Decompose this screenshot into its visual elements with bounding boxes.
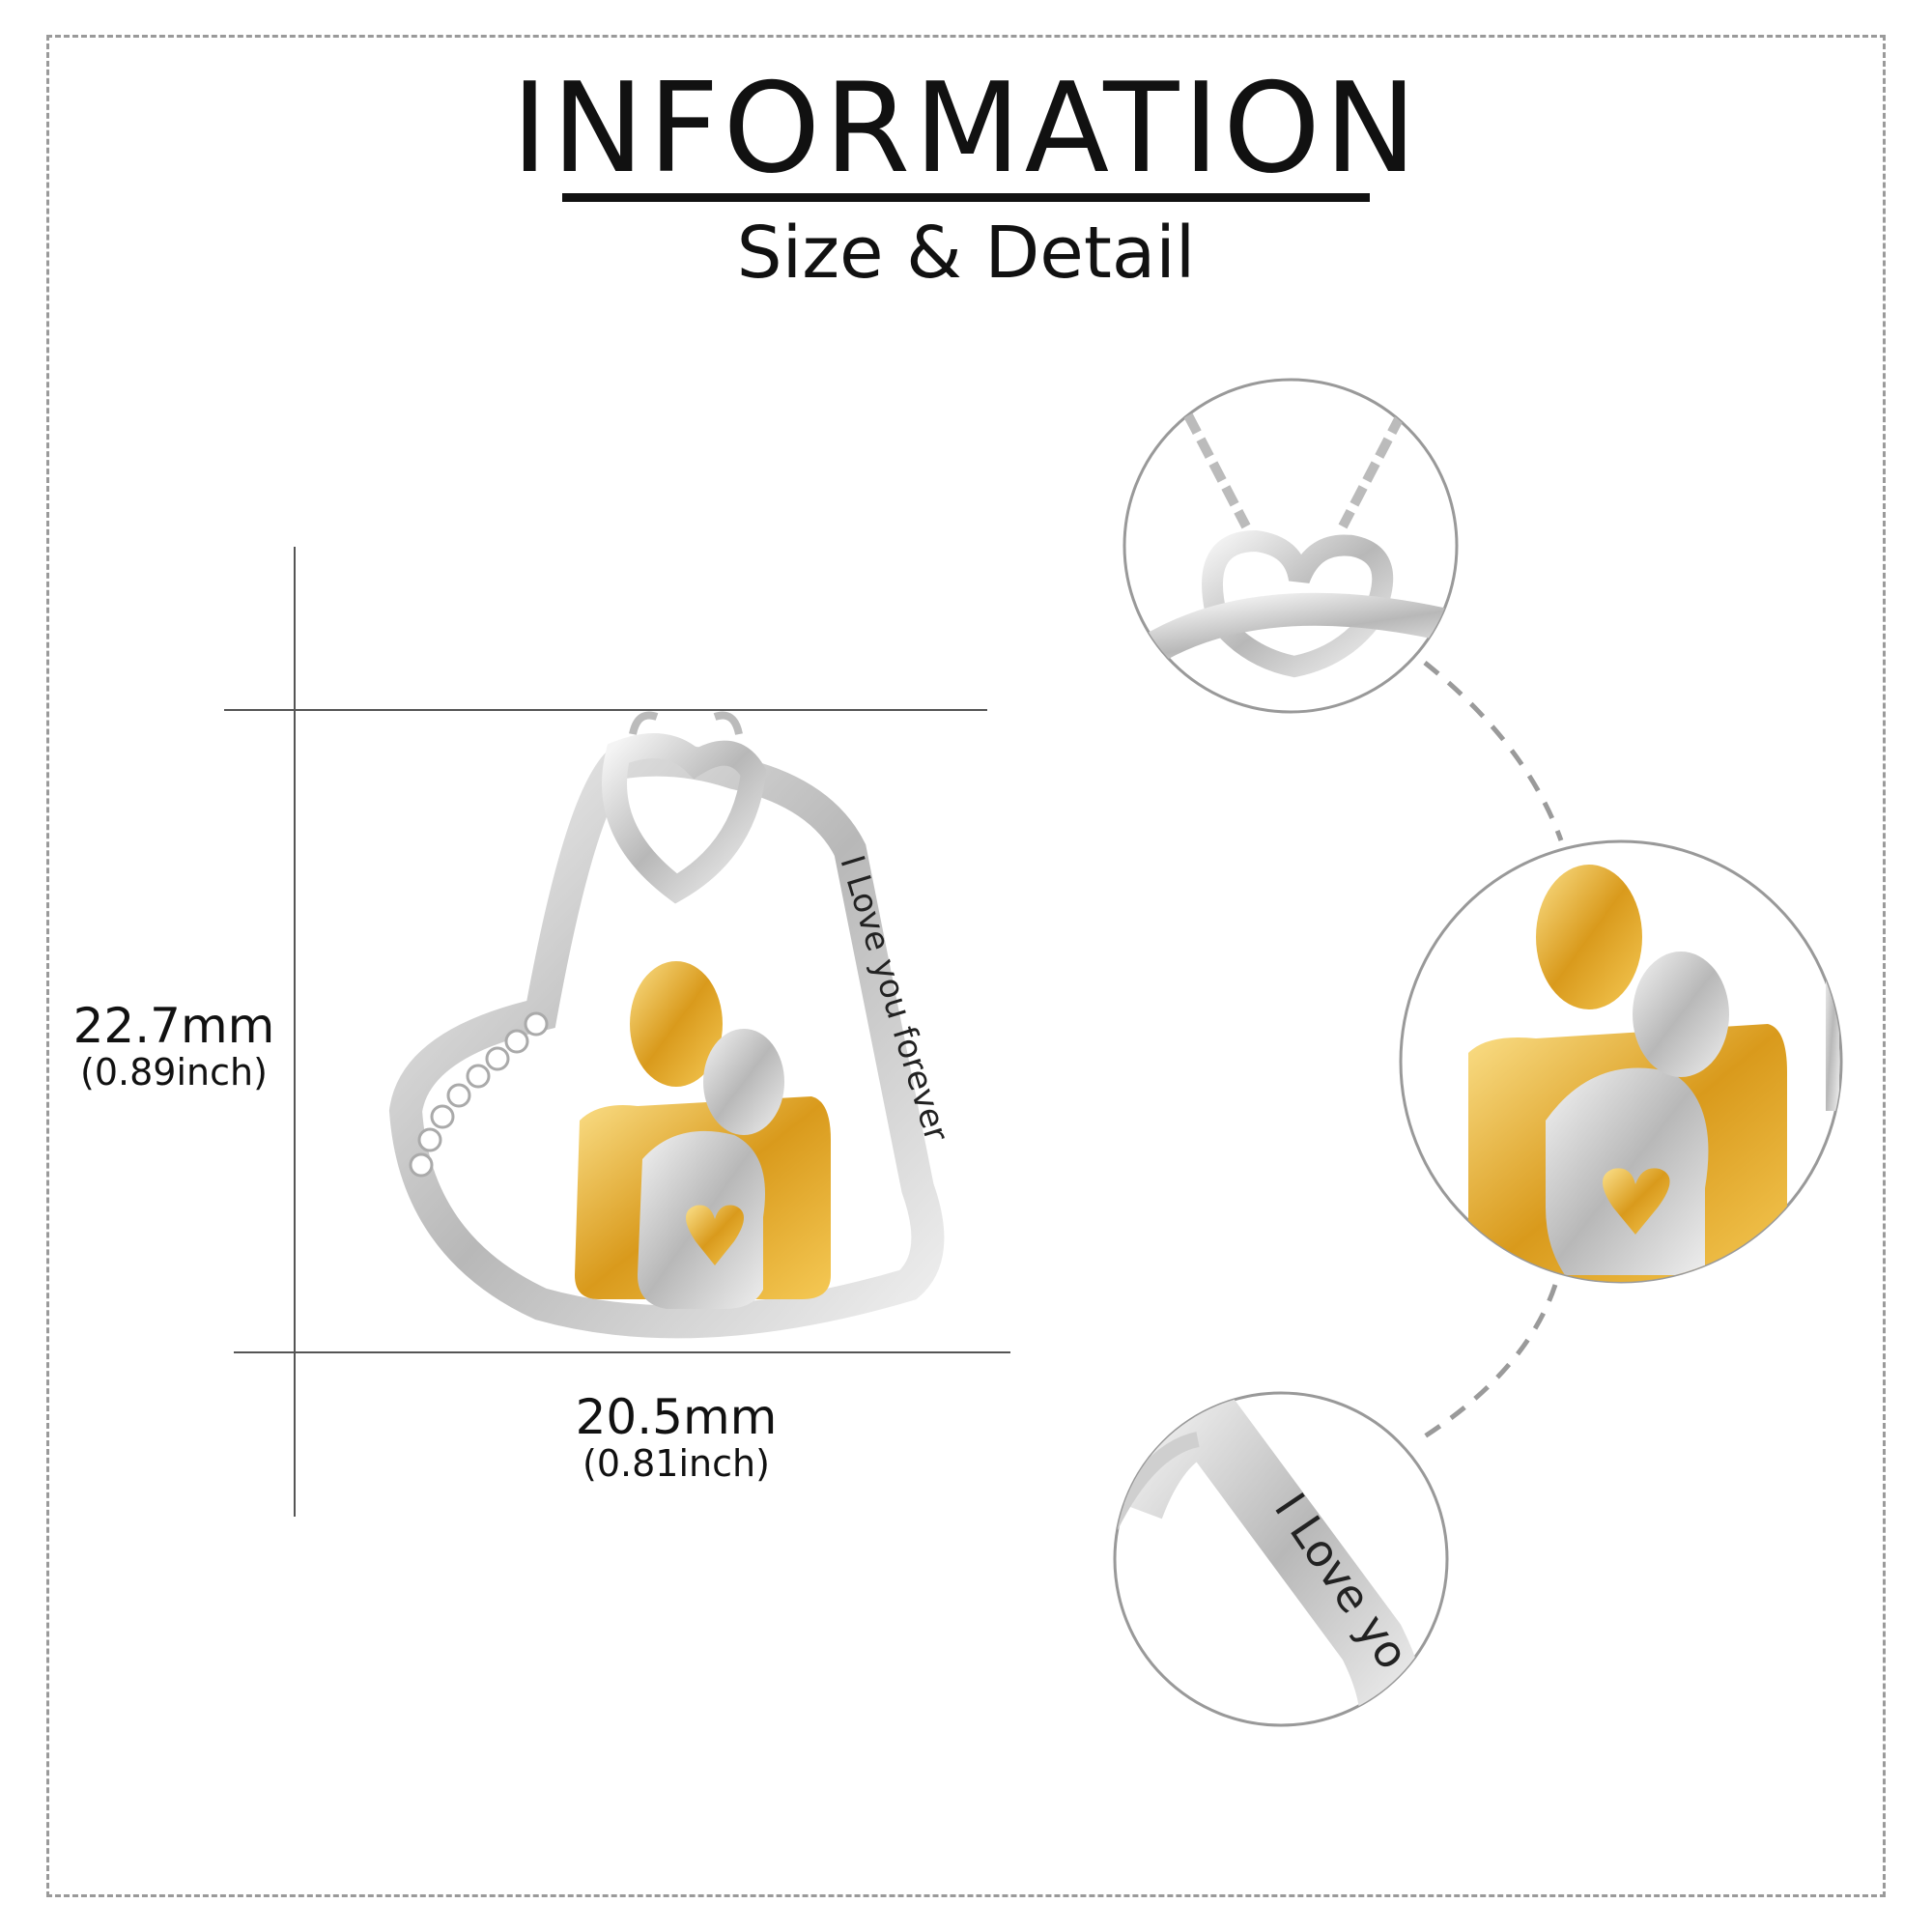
stone-row <box>409 1011 549 1178</box>
chain <box>629 711 743 735</box>
page-title: INFORMATION <box>511 57 1421 201</box>
dashed-connectors <box>1418 661 1564 1442</box>
connector-top <box>1423 661 1564 841</box>
height-dimension-label: 22.7mm (0.89inch) <box>58 1000 290 1094</box>
zoom-circle-engraving: I Love yo <box>1113 1391 1449 1727</box>
width-inch: (0.81inch) <box>582 1442 770 1485</box>
page-subtitle: Size & Detail <box>736 212 1196 295</box>
pendant-main: I Love you forever <box>388 711 955 1339</box>
zoom-circle-knot <box>1122 378 1459 714</box>
zoom-circle-figures <box>1399 839 1843 1284</box>
silver-child-head <box>703 1029 784 1135</box>
dashed-frame <box>46 35 1886 1897</box>
knot-heart <box>602 733 767 904</box>
title-underline <box>562 193 1370 202</box>
height-mm: 22.7mm <box>72 998 275 1054</box>
width-mm: 20.5mm <box>575 1389 778 1445</box>
measurement-lines <box>224 547 1010 1517</box>
gold-parent-head <box>630 961 723 1087</box>
width-dimension-label: 20.5mm (0.81inch) <box>551 1391 802 1485</box>
connector-bottom <box>1418 1284 1558 1442</box>
small-gold-heart <box>686 1205 744 1265</box>
height-inch: (0.89inch) <box>80 1051 268 1094</box>
